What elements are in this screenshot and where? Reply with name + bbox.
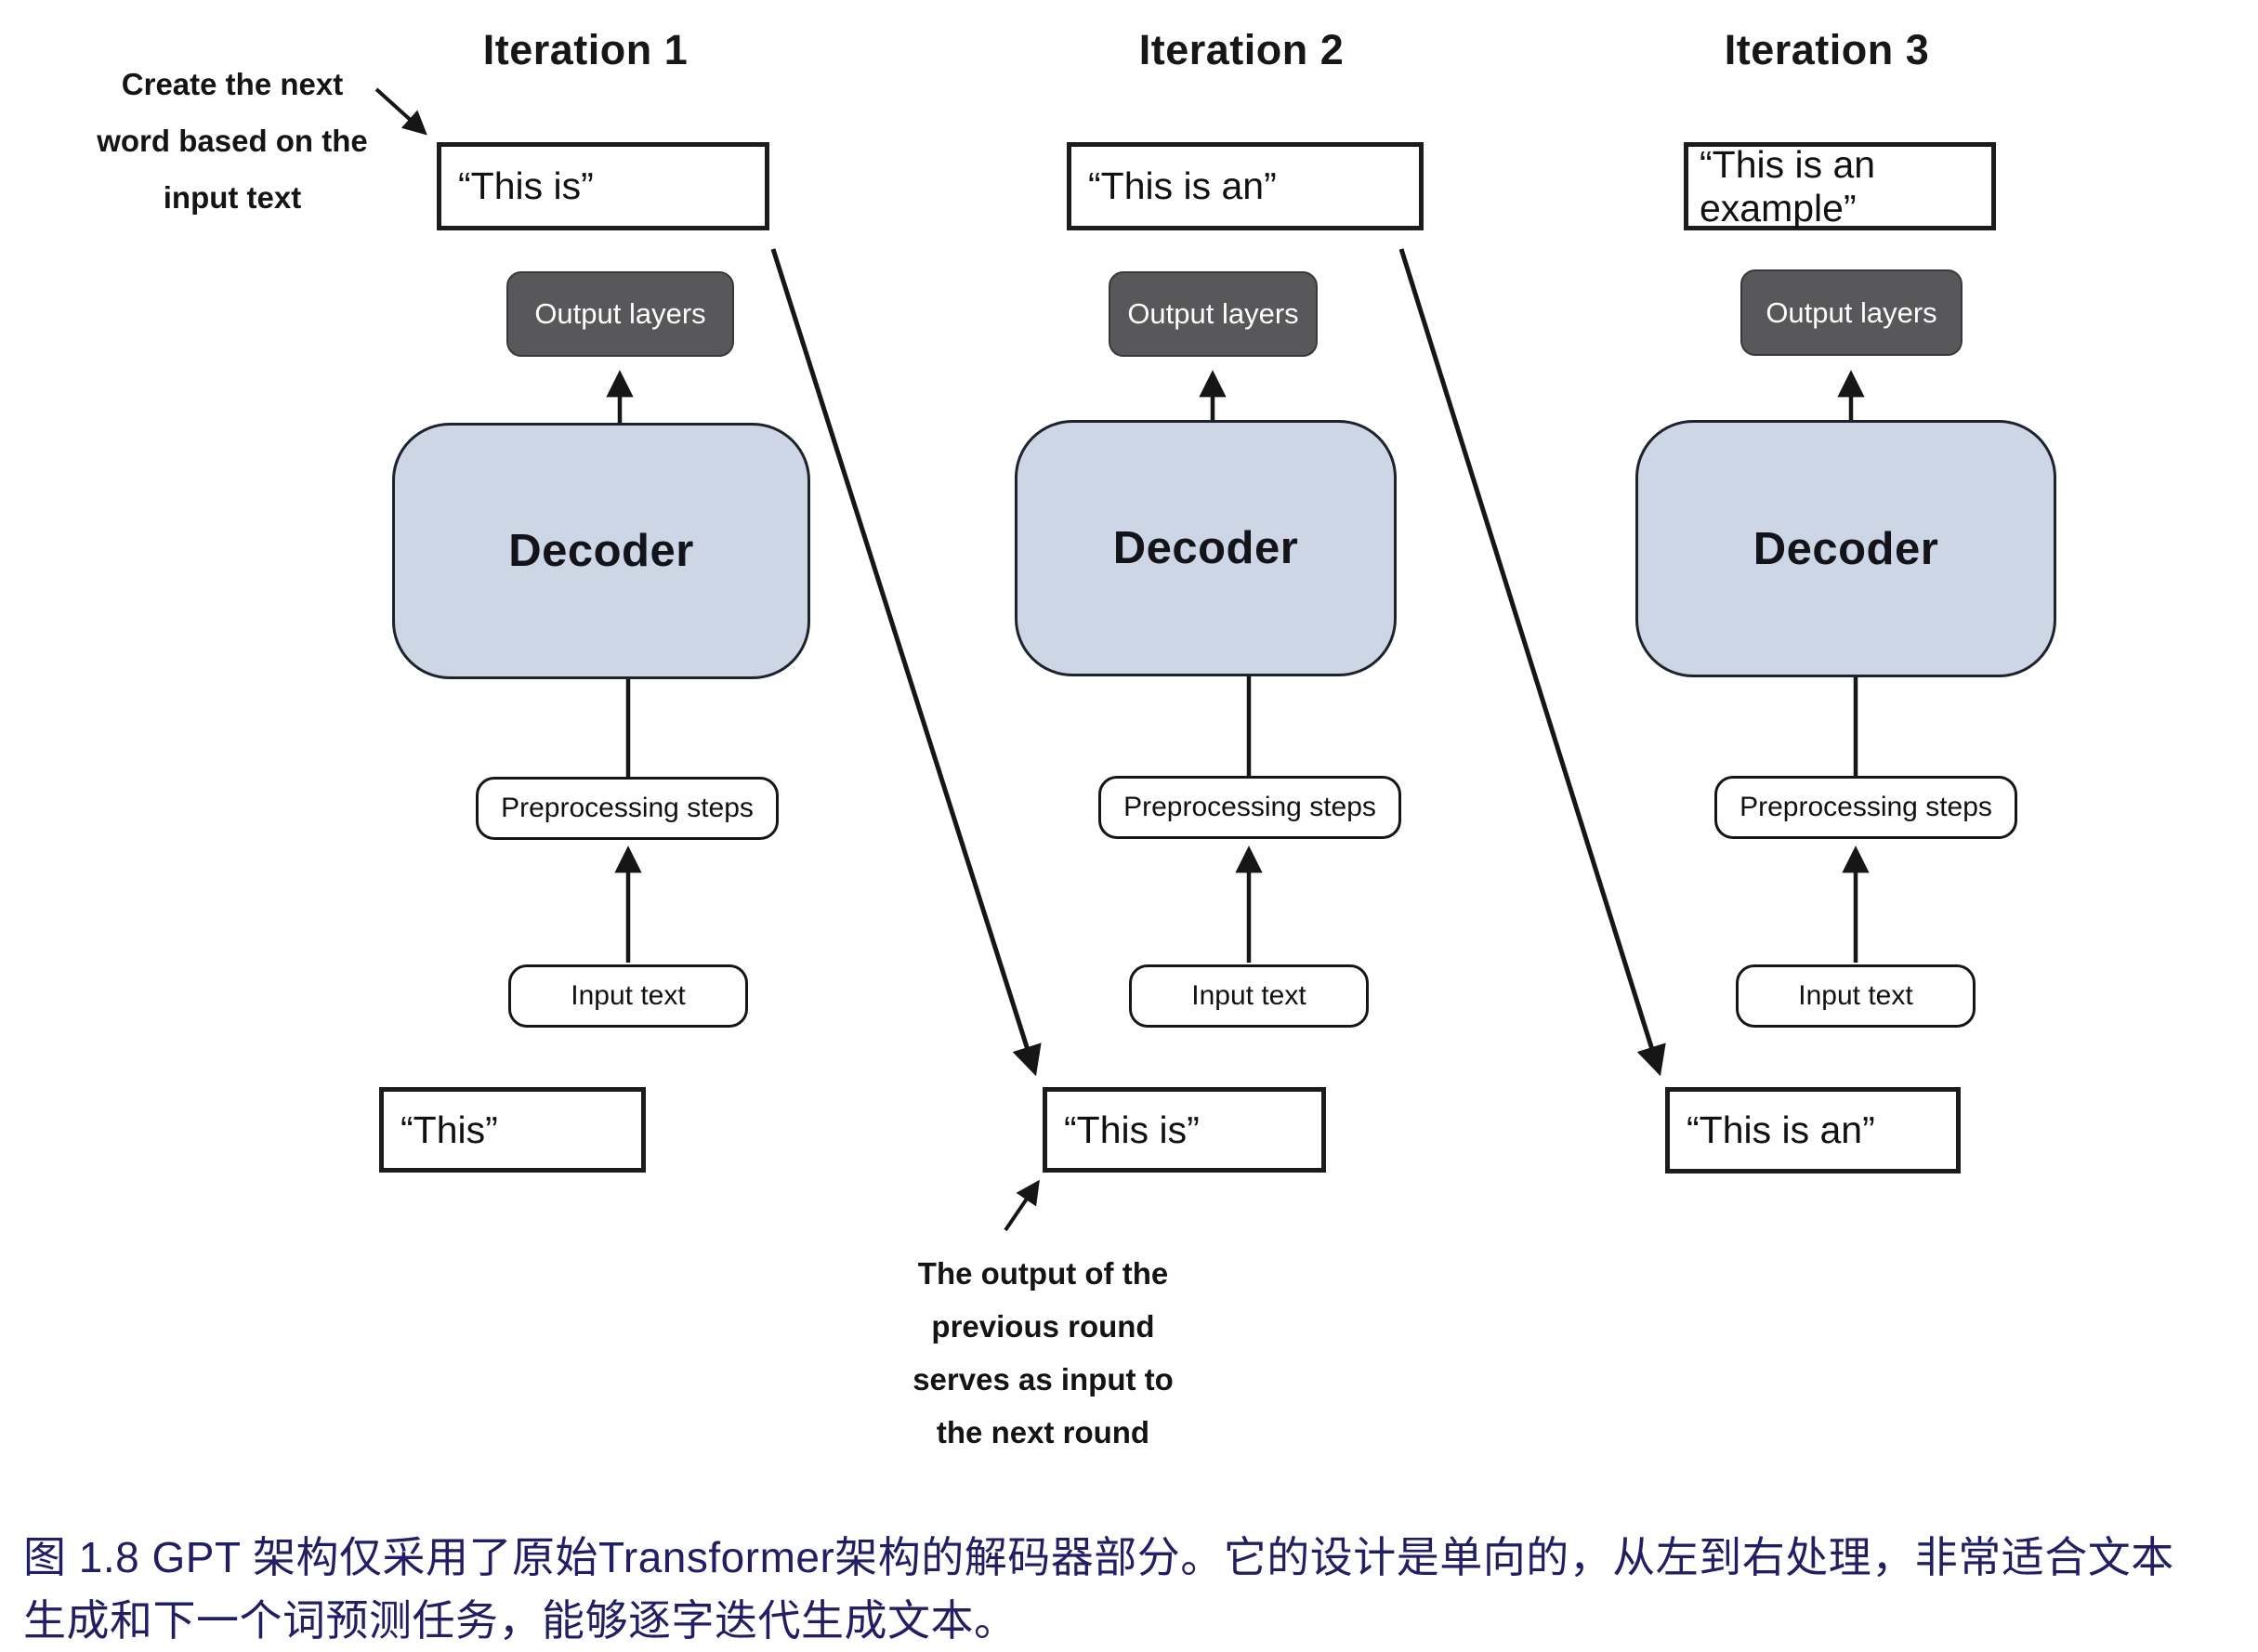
preprocessing-box-2: Preprocessing steps xyxy=(1098,776,1401,839)
arrow-output1-to-input2 xyxy=(770,248,1042,1077)
input-label-box-2: Input text xyxy=(1129,964,1369,1028)
decoder-box-2: Decoder xyxy=(1015,420,1397,676)
output-text-box-1: “This is” xyxy=(437,142,769,230)
iteration-1-title: Iteration 1 xyxy=(482,26,689,73)
preprocessing-box-3: Preprocessing steps xyxy=(1714,776,2017,839)
output-text-box-3: “This is an example” xyxy=(1684,142,1996,230)
decoder-box-1: Decoder xyxy=(392,423,810,679)
preprocessing-box-1: Preprocessing steps xyxy=(476,777,779,840)
input-text-box-2: “This is” xyxy=(1043,1087,1326,1173)
note-line: input text xyxy=(163,180,302,215)
iteration-3-title: Iteration 3 xyxy=(1724,26,1930,73)
caption-line-2: 生成和下一个词预测任务，能够逐字迭代生成文本。 xyxy=(23,1596,1017,1645)
note-line: the next round xyxy=(936,1415,1150,1449)
note-line: Create the next xyxy=(121,67,344,101)
note-line: previous round xyxy=(931,1309,1155,1344)
input-label-box-1: Input text xyxy=(508,964,748,1028)
output-text-box-2: “This is an” xyxy=(1067,142,1424,230)
caption-line-1: 图 1.8 GPT 架构仅采用了原始Transformer架构的解码器部分。它的… xyxy=(23,1533,2174,1581)
input-text-box-1: “This” xyxy=(379,1087,646,1173)
figure-caption: 图 1.8 GPT 架构仅采用了原始Transformer架构的解码器部分。它的… xyxy=(23,1526,2244,1652)
input-text-box-3: “This is an” xyxy=(1665,1087,1961,1173)
note-line: serves as input to xyxy=(912,1362,1174,1396)
arrow-output2-to-input3 xyxy=(1398,248,1666,1077)
arrow-note-previous-round xyxy=(1004,1179,1040,1232)
note-previous-round: The output of the previous round serves … xyxy=(864,1247,1222,1459)
output-layers-box-2: Output layers xyxy=(1109,271,1318,357)
note-create-next-word: Create the next word based on the input … xyxy=(56,56,409,226)
note-line: The output of the xyxy=(917,1256,1169,1291)
output-layers-box-1: Output layers xyxy=(506,271,734,357)
input-label-box-3: Input text xyxy=(1736,964,1976,1028)
output-layers-box-3: Output layers xyxy=(1740,269,1963,356)
note-line: word based on the xyxy=(97,124,368,158)
iteration-2-title: Iteration 2 xyxy=(1138,26,1345,73)
decoder-box-3: Decoder xyxy=(1635,420,2056,677)
